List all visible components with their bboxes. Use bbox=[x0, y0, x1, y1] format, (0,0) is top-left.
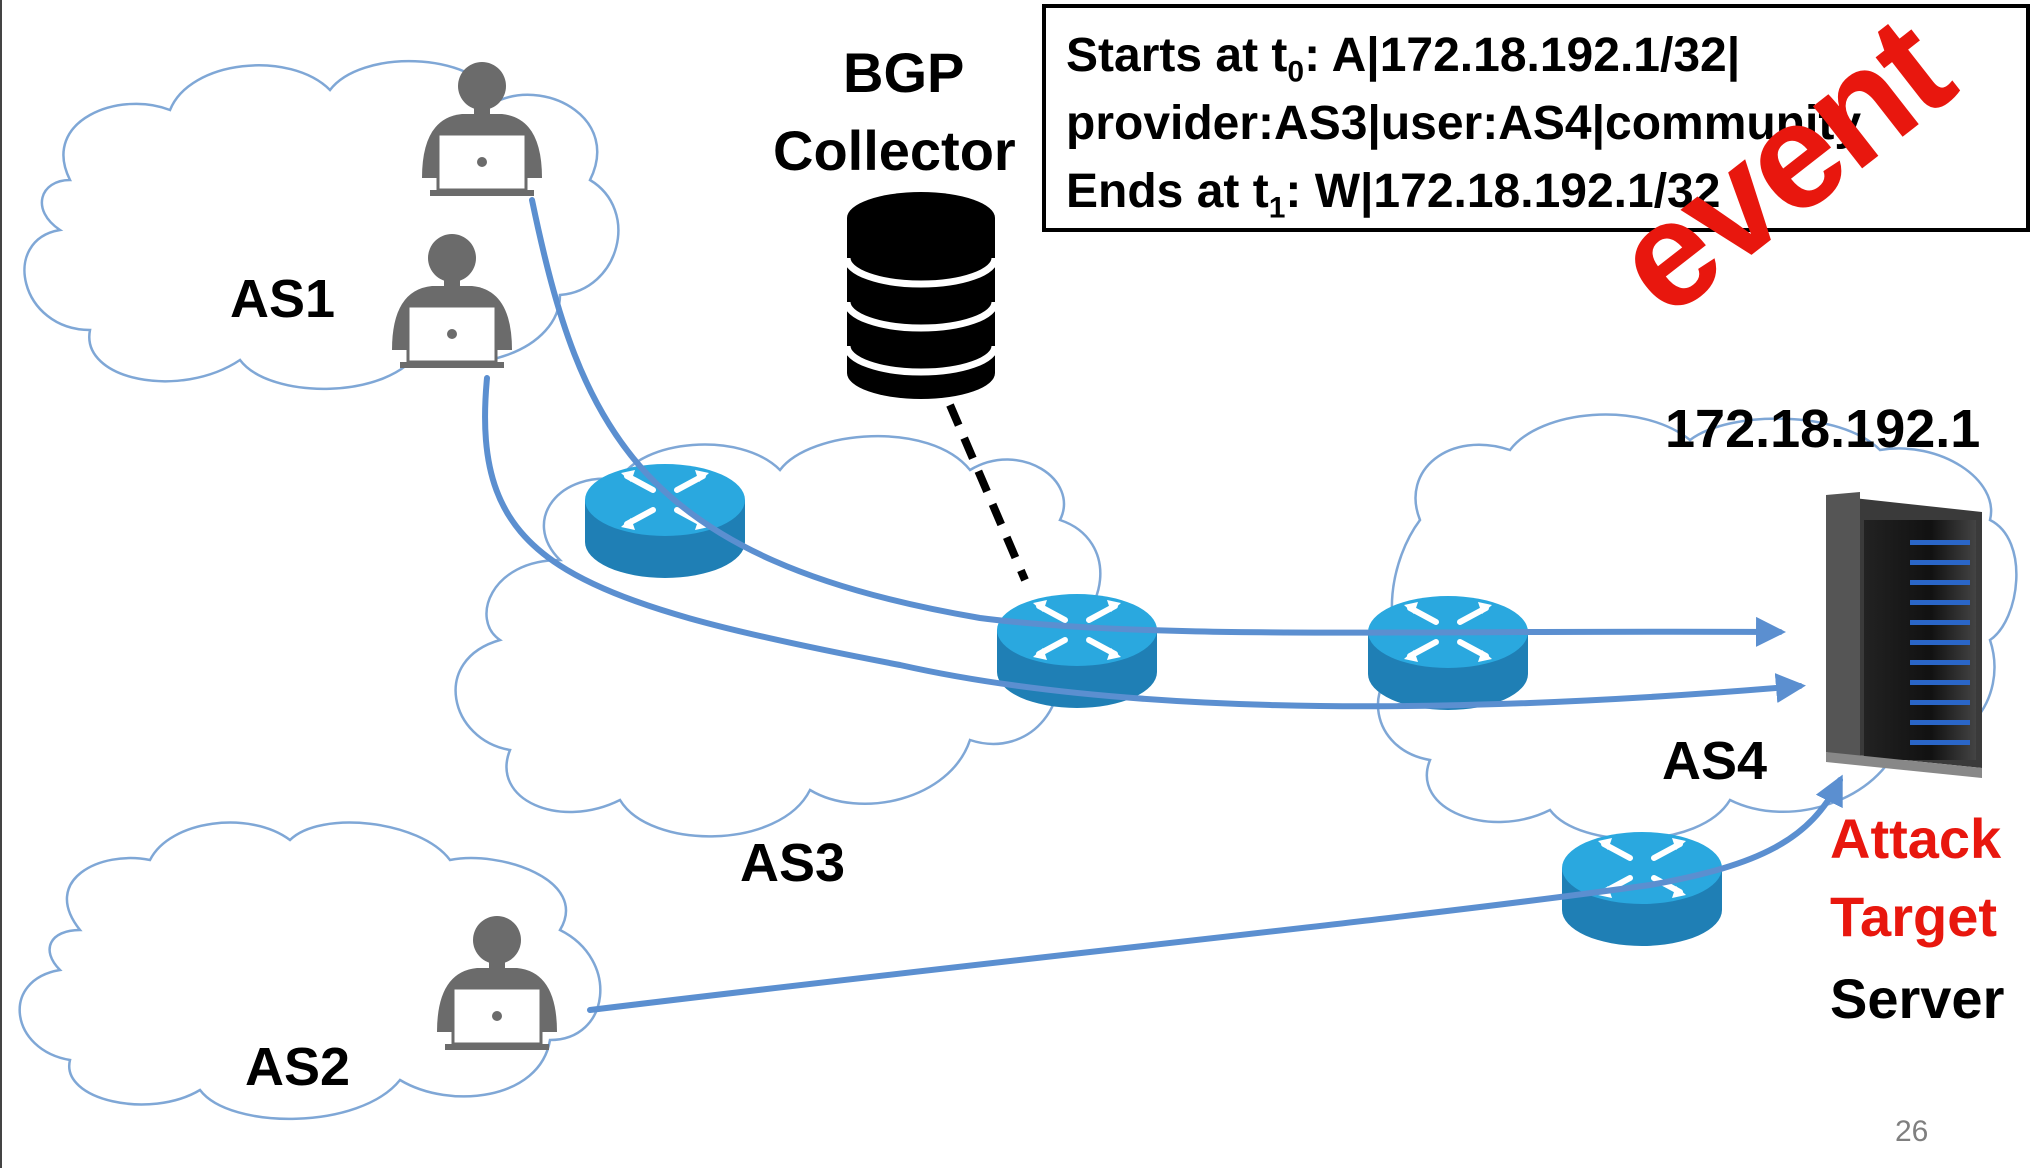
event-line-end: Ends at t1: W|172.18.192.1/32 bbox=[1066, 165, 1721, 225]
cloud-as3 bbox=[454, 435, 1102, 838]
path-as1-b bbox=[482, 375, 1806, 710]
database-icon bbox=[843, 192, 999, 399]
server-rack-icon[interactable] bbox=[1826, 492, 1982, 778]
slide-left-border bbox=[0, 0, 2, 1168]
cloud-as1 bbox=[23, 59, 620, 390]
target-ip-label: 172.18.192.1 bbox=[1665, 399, 1981, 459]
as3-label: AS3 bbox=[740, 833, 846, 893]
collector-label-collector: Collector bbox=[773, 119, 1016, 182]
bgp-event-box: Starts at t0: A|172.18.192.1/32| provide… bbox=[1042, 4, 2030, 232]
as4-label: AS4 bbox=[1662, 731, 1768, 791]
attack-paths bbox=[482, 197, 1843, 1013]
person-laptop-icon bbox=[390, 232, 514, 370]
as1-label: AS1 bbox=[230, 269, 336, 329]
page-number: 26 bbox=[1895, 1115, 1929, 1148]
collector-label-bgp: BGP bbox=[843, 41, 965, 104]
as2-label: AS2 bbox=[245, 1037, 351, 1097]
path-as1-a bbox=[529, 197, 1786, 647]
attack-label: Attack bbox=[1830, 807, 2002, 870]
router-icon[interactable] bbox=[1368, 596, 1528, 710]
collector-link bbox=[946, 403, 1029, 582]
server-label: Server bbox=[1830, 967, 2005, 1030]
person-laptop-icon bbox=[420, 60, 544, 198]
person-laptop-icon bbox=[435, 914, 559, 1052]
rack-lights bbox=[1910, 540, 1970, 745]
event-line-start: Starts at t0: A|172.18.192.1/32| bbox=[1066, 29, 1741, 89]
router-icon[interactable] bbox=[585, 464, 745, 578]
cloud-as2 bbox=[18, 821, 602, 1120]
path-as2 bbox=[587, 774, 1843, 1013]
event-line-attributes: provider:AS3|user:AS4|community bbox=[1066, 97, 1862, 150]
target-label: Target bbox=[1830, 885, 1997, 948]
